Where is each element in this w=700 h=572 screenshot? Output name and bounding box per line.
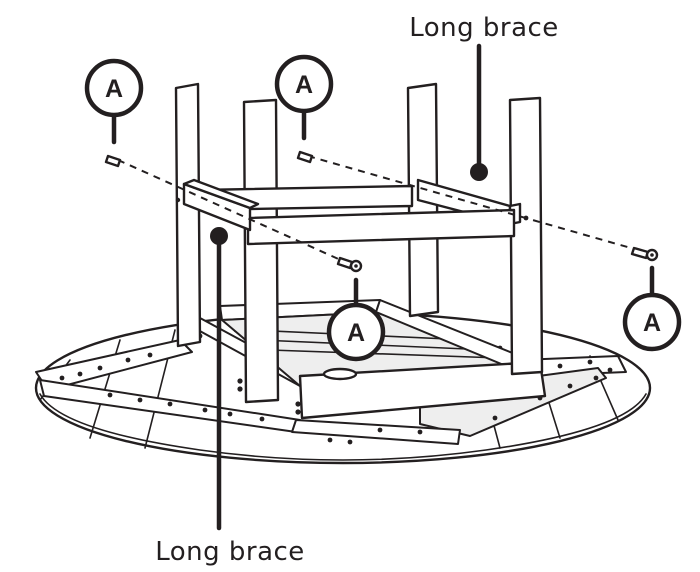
callout-a-center-text: A <box>347 319 365 347</box>
underside-brace-front <box>419 367 607 437</box>
leg-front-right <box>508 96 544 376</box>
long-brace-top-text: Long brace <box>409 13 559 43</box>
apron-front <box>298 360 547 420</box>
brace-front <box>246 208 516 246</box>
callout-a-top: A <box>274 54 334 141</box>
leg-front-left <box>242 98 280 404</box>
bolt-paths <box>117 155 653 267</box>
long-brace-bottom-text: Long brace <box>155 537 305 567</box>
label-long-brace-bottom: Long brace <box>155 227 305 567</box>
callout-a-left: A <box>84 58 144 145</box>
bolt-right <box>630 246 659 262</box>
label-long-brace-top: Long brace <box>409 13 559 181</box>
callout-a-right: A <box>622 265 682 352</box>
long-braces <box>182 178 522 246</box>
bolts <box>104 150 659 273</box>
bolt-left <box>104 154 122 168</box>
underside-brace-front-lower <box>291 419 461 445</box>
callout-a-center: A <box>326 277 386 362</box>
bolt-top-center <box>296 150 314 164</box>
callout-a-left-text: A <box>105 75 123 103</box>
callout-a-right-text: A <box>643 309 661 337</box>
leg-back-left <box>174 82 202 348</box>
bolt-center <box>336 256 363 273</box>
umbrella-hole <box>322 367 358 381</box>
callout-a-top-text: A <box>295 71 313 99</box>
